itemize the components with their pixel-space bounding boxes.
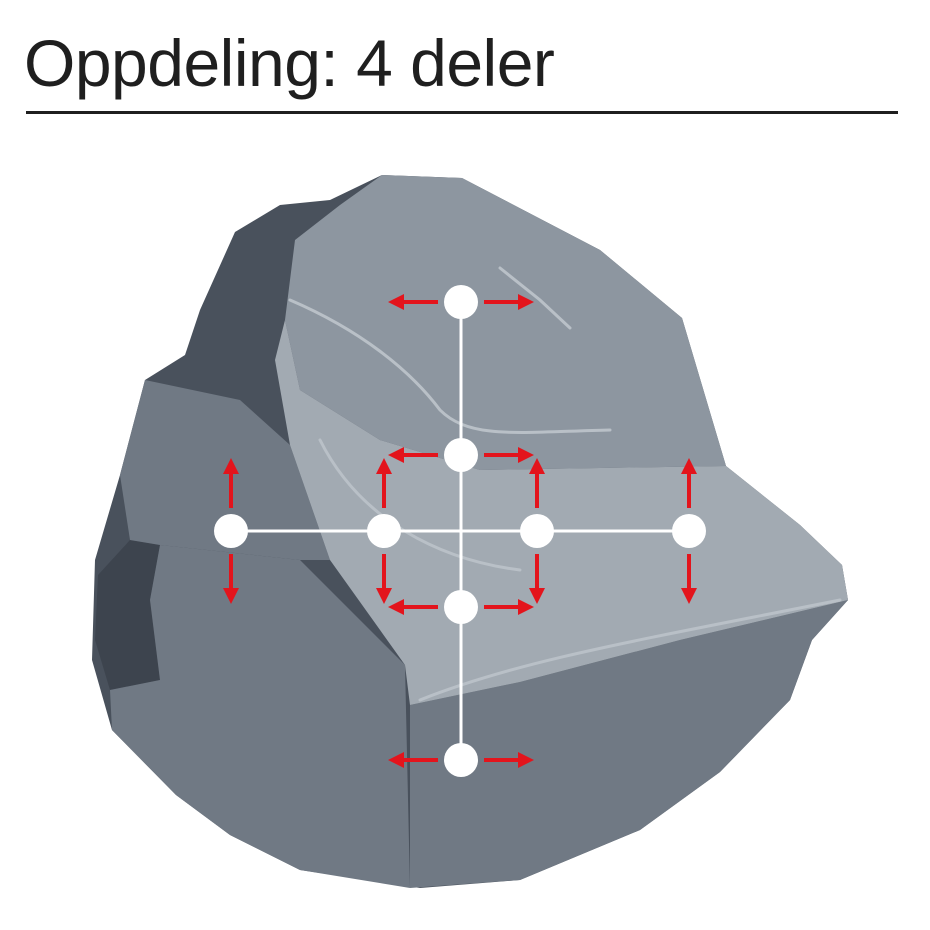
page-title: Oppdeling: 4 deler bbox=[24, 26, 555, 100]
drill-hole-icon bbox=[367, 514, 401, 548]
split-lines bbox=[231, 302, 689, 760]
drill-hole-icon bbox=[444, 438, 478, 472]
drill-hole-icon bbox=[444, 590, 478, 624]
drill-hole-icon bbox=[444, 285, 478, 319]
stone-crack bbox=[288, 298, 612, 434]
drill-points bbox=[214, 285, 706, 777]
stone-shadow-left bbox=[95, 540, 160, 690]
drill-hole-icon bbox=[444, 743, 478, 777]
drill-hole-icon bbox=[672, 514, 706, 548]
title-divider bbox=[26, 111, 898, 114]
stone-face-lower-left bbox=[110, 545, 410, 888]
stone-crack bbox=[498, 266, 572, 330]
stone-face-bottom bbox=[410, 600, 848, 888]
split-arrows bbox=[223, 294, 697, 768]
drill-hole-icon bbox=[520, 514, 554, 548]
drill-hole-icon bbox=[214, 514, 248, 548]
stone-face-top bbox=[285, 175, 726, 470]
